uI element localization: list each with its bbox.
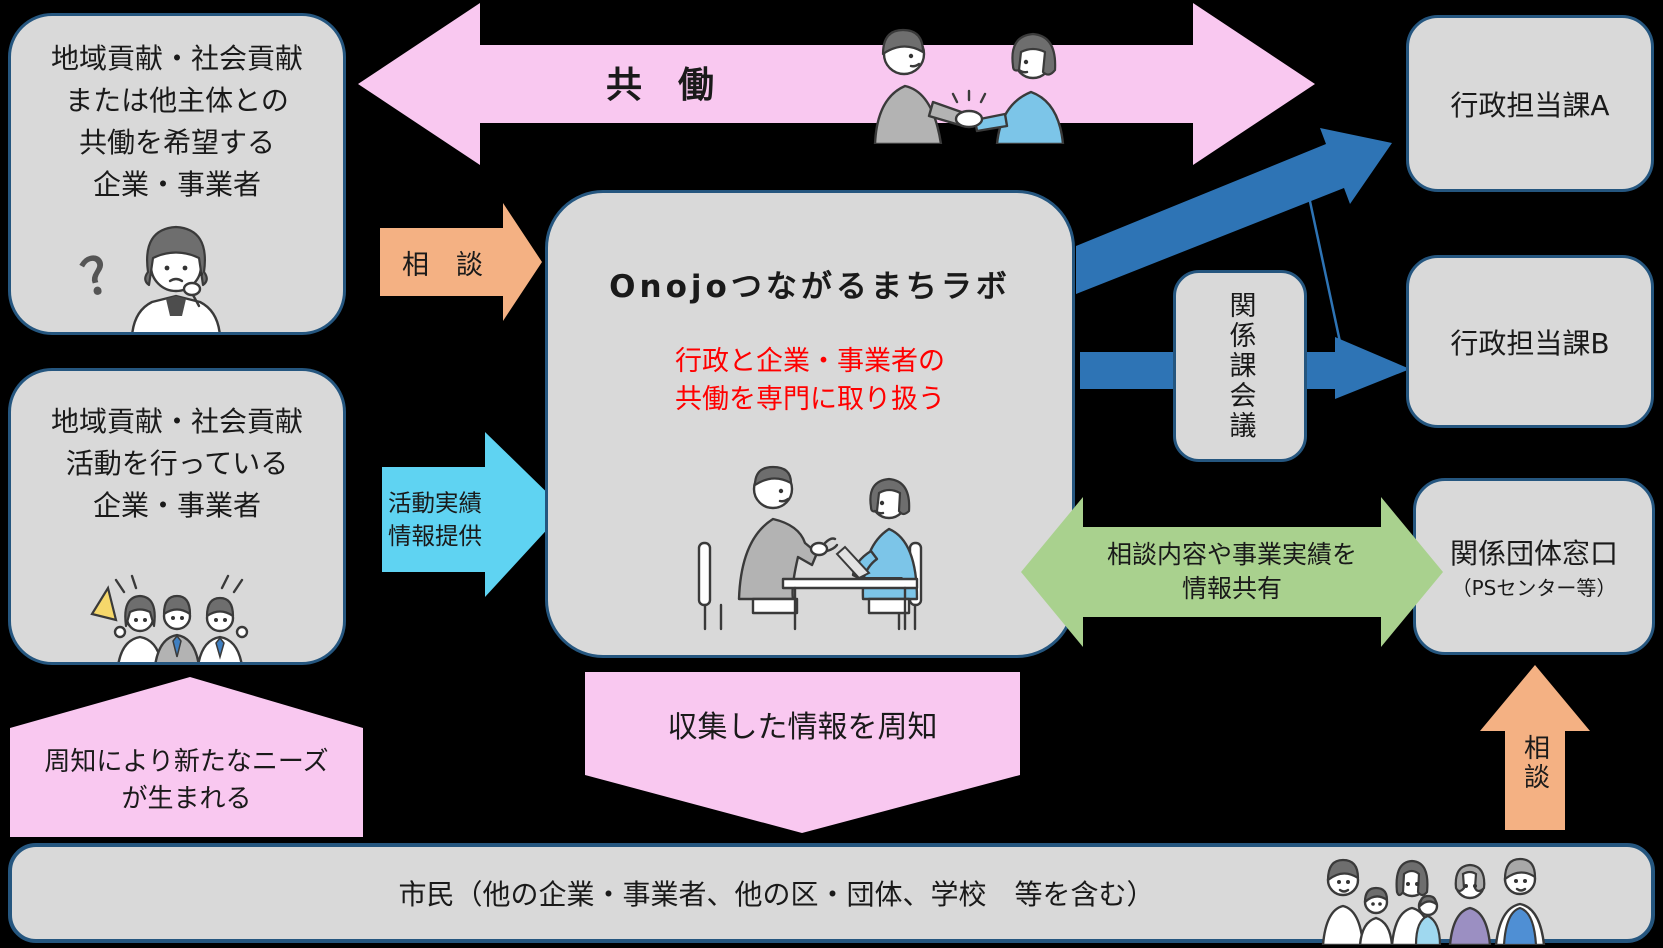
team-illustration — [90, 574, 249, 662]
thinking-woman-illustration: ？ — [76, 225, 221, 332]
gov-b-box: 行政担当課B — [1406, 255, 1654, 428]
company-seeking-line3: 共働を希望する — [78, 126, 275, 159]
company-seeking-line2: または他主体との — [65, 84, 289, 117]
arrow-lab-to-gov-a — [1076, 128, 1392, 294]
lab-box: Onojoつながるまちラボ 行政と企業・事業者の 共働を専門に取り扱う — [545, 190, 1075, 658]
company-seeking-box: 地域貢献・社会貢献 または他主体との 共働を希望する 企業・事業者 ？ — [8, 13, 346, 335]
consult-right-label: 相談 — [1519, 733, 1550, 792]
related-org-box: 関係団体窓口 （PSセンター等） — [1413, 478, 1655, 655]
activity-info-line1: 活動実績 — [388, 488, 482, 517]
new-needs-label: 周知により新たなニーズ が生まれる — [10, 728, 363, 833]
new-needs-line1: 周知により新たなニーズ — [44, 747, 329, 778]
meeting-illustration — [697, 465, 923, 631]
lab-desc-line2: 共働を専門に取り扱う — [675, 383, 945, 415]
related-org-sublabel: （PSセンター等） — [1451, 576, 1617, 600]
council-label: 関係課会議 — [1224, 291, 1256, 441]
lab-title: Onojoつながるまちラボ — [609, 269, 1011, 305]
company-active-box: 地域貢献・社会貢献 活動を行っている 企業・事業者 — [8, 368, 346, 665]
handshake-illustration — [873, 28, 1065, 144]
council-box: 関係課会議 — [1173, 270, 1307, 462]
activity-info-line2: 情報提供 — [388, 521, 482, 550]
info-share-line2: 情報共有 — [1181, 574, 1282, 603]
gov-a-box: 行政担当課A — [1406, 15, 1654, 192]
notify-label: 収集した情報を周知 — [667, 709, 938, 745]
info-share-label: 相談内容や事業実績を 情報共有 — [1083, 527, 1381, 617]
gov-b-label: 行政担当課B — [1450, 326, 1610, 360]
info-share-line1: 相談内容や事業実績を — [1106, 540, 1357, 570]
company-active-line3: 企業・事業者 — [92, 489, 261, 522]
citizens-label: 市民（他の企業・事業者、他の区・団体、学校 等を含む） — [398, 878, 1155, 911]
new-needs-line2: が生まれる — [121, 783, 252, 814]
family-illustration — [1321, 857, 1546, 945]
question-mark-glyph: ？ — [76, 240, 139, 308]
company-active-line2: 活動を行っている — [65, 447, 289, 480]
collaboration-arrow-label: 共 働 — [605, 65, 714, 106]
company-seeking-line4: 企業・事業者 — [92, 168, 261, 201]
activity-info-label: 活動実績 情報提供 — [382, 467, 488, 572]
consult-left-label: 相 談 — [402, 249, 483, 281]
company-seeking-line1: 地域貢献・社会貢献 — [50, 42, 303, 75]
gov-a-label: 行政担当課A — [1450, 88, 1610, 122]
company-active-line1: 地域貢献・社会貢献 — [50, 405, 303, 438]
related-org-label: 関係団体窓口 — [1449, 537, 1618, 570]
council-to-gov-a-connector-line — [1306, 191, 1345, 357]
lab-desc-line1: 行政と企業・事業者の — [675, 346, 945, 377]
